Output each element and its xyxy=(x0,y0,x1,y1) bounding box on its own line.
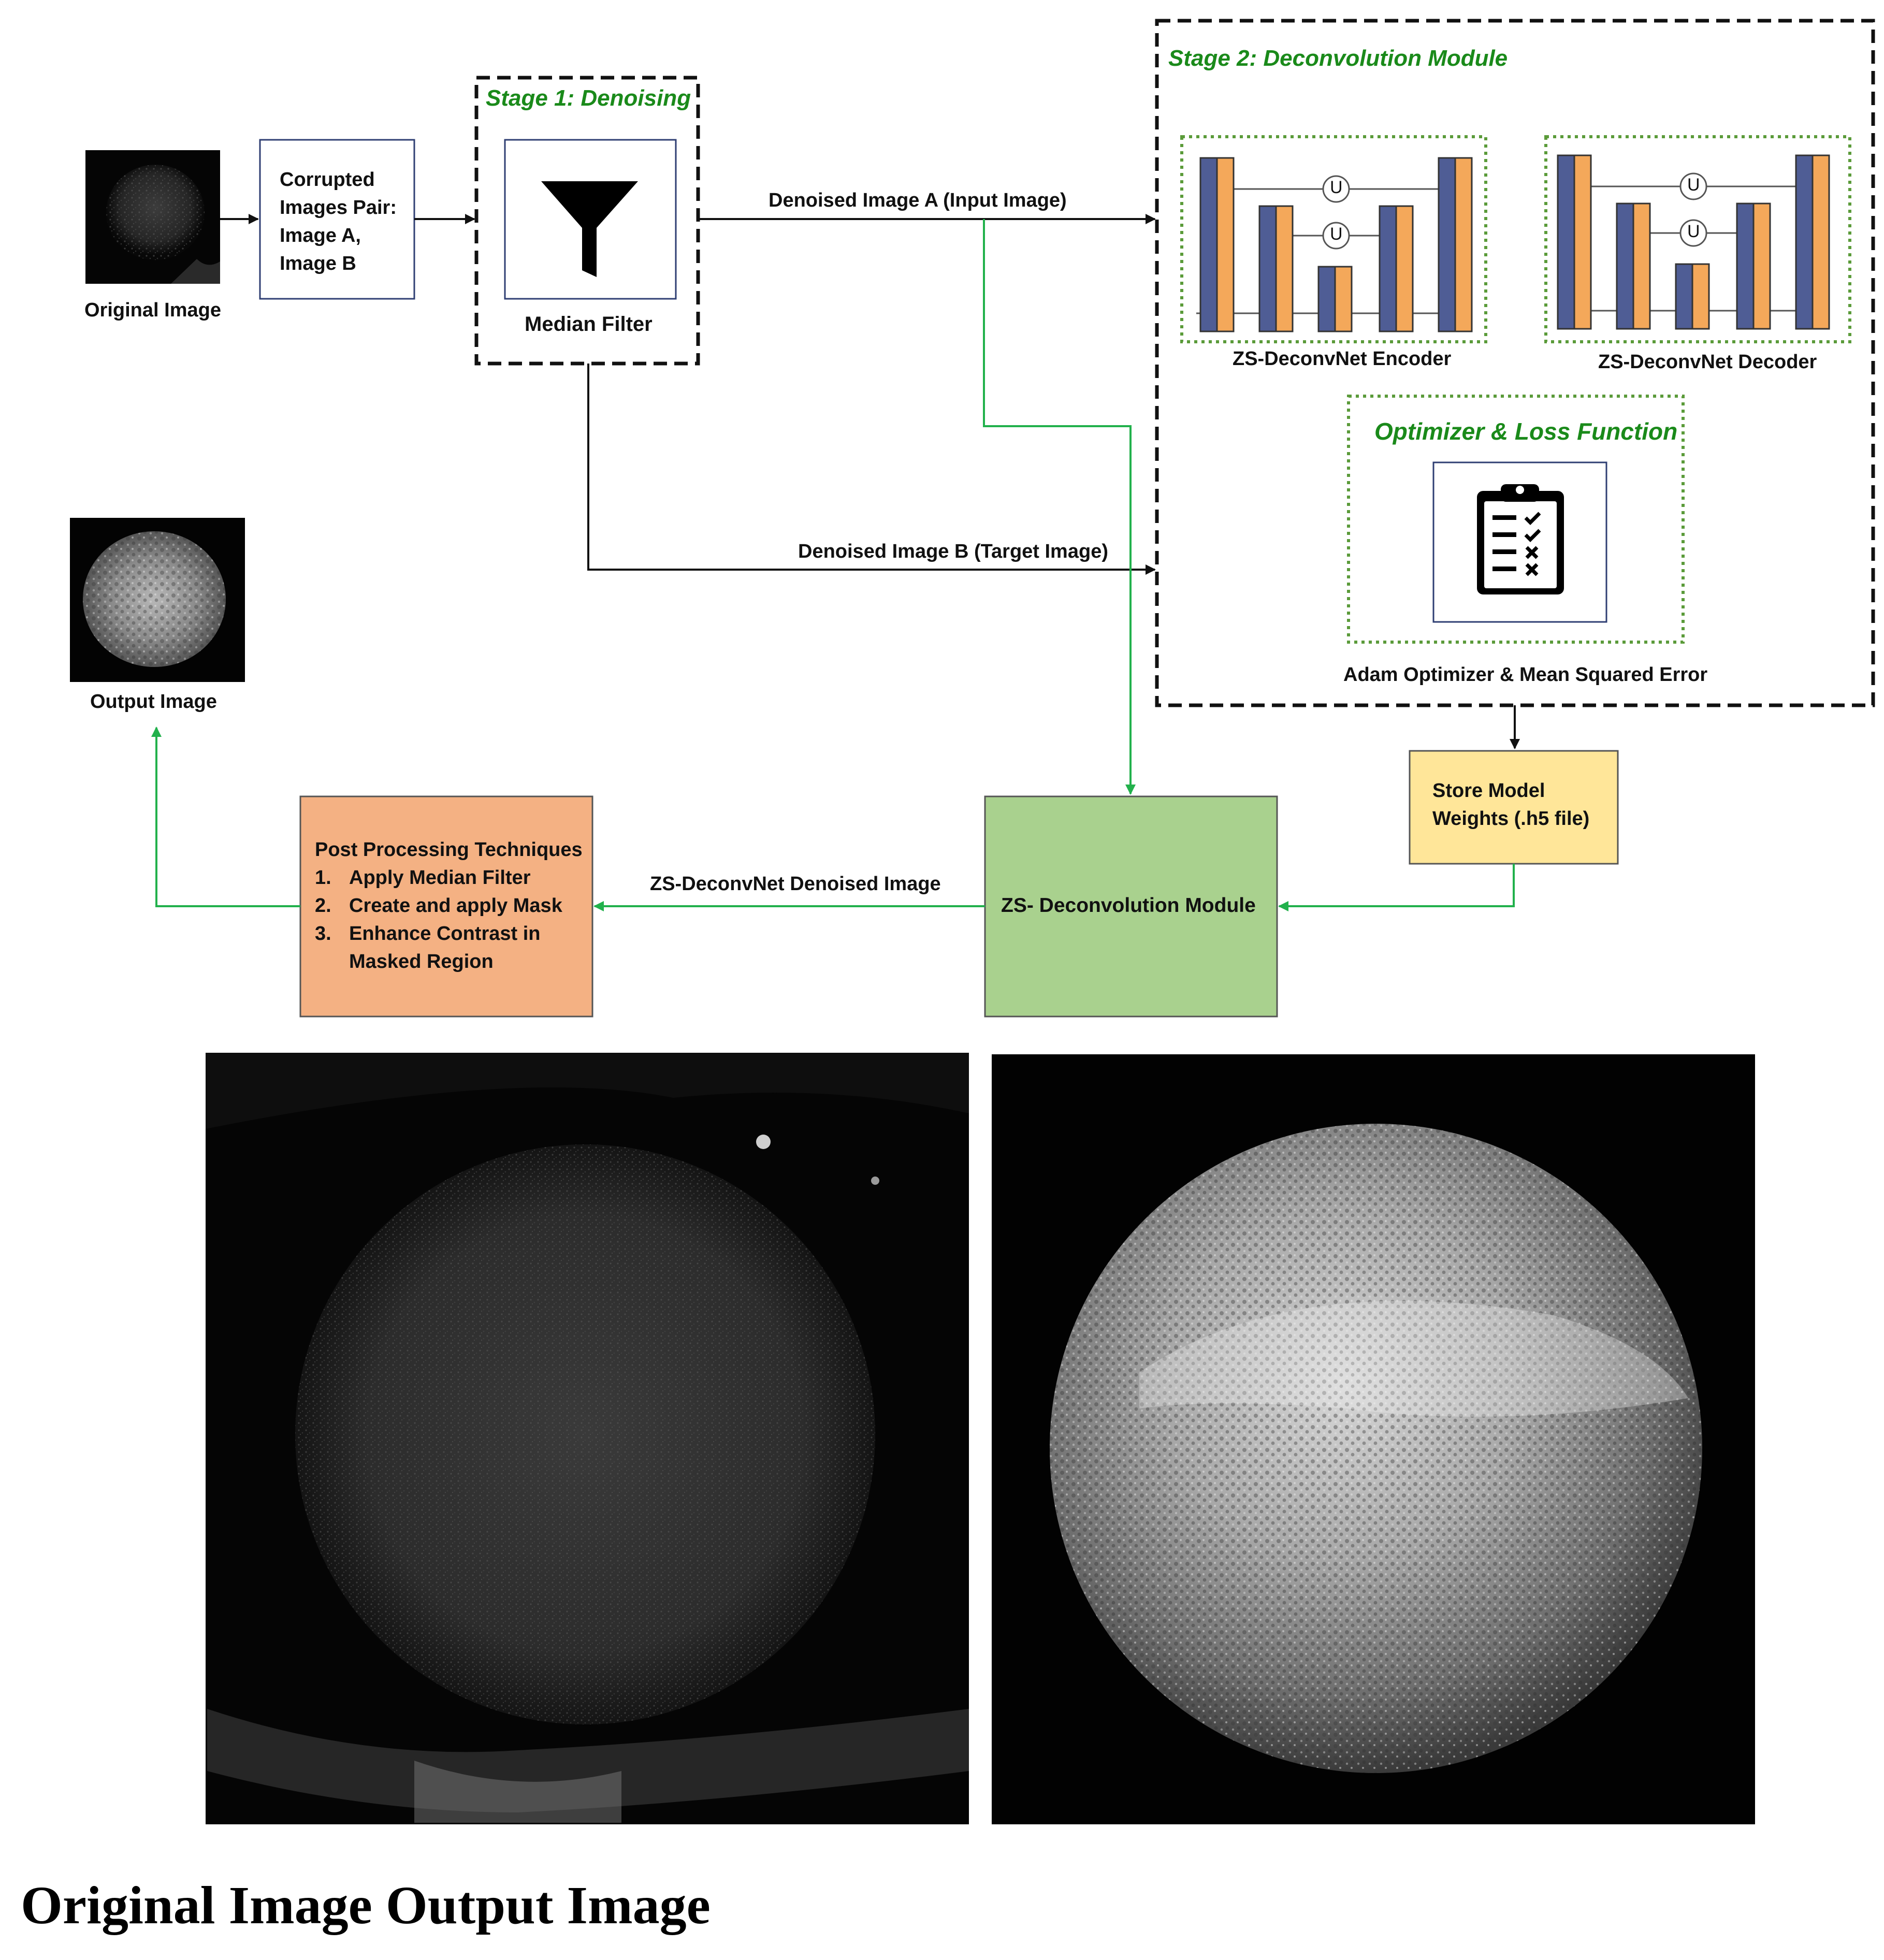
post-processing-steps: 1. Apply Median Filter 2. Create and app… xyxy=(315,864,583,976)
encoder-label: ZS-DeconvNet Encoder xyxy=(1233,348,1452,370)
stage1-title: Stage 1: Denoising xyxy=(486,85,691,111)
black-arrows xyxy=(220,214,1520,749)
post-processing-box xyxy=(299,795,593,1018)
large-original-image xyxy=(206,1053,969,1824)
corrupted-pair-text: Corrupted Images Pair: Image A, Image B xyxy=(280,166,397,278)
green-arrows xyxy=(151,219,1515,911)
output-image-label: Output Image xyxy=(90,691,217,713)
step-number: 2. xyxy=(315,895,331,917)
deconv-module-box xyxy=(984,795,1278,1018)
unet-union-symbol: U xyxy=(1687,222,1700,241)
step-text: Enhance Contrast in xyxy=(349,923,541,945)
step-number: 3. xyxy=(315,923,331,945)
post-processing-text: Post Processing Techniques 1. Apply Medi… xyxy=(315,836,583,976)
store-weights-line: Weights (.h5 file) xyxy=(1432,808,1590,830)
stage2-dashed-frame xyxy=(1155,19,1875,707)
unet-union-symbol: U xyxy=(1687,175,1700,195)
stage2-title: Stage 2: Deconvolution Module xyxy=(1168,46,1508,71)
denoised-b-label: Denoised Image B (Target Image) xyxy=(798,541,1108,562)
decoder-unet-graphic xyxy=(1557,154,1830,330)
step-text: Create and apply Mask xyxy=(349,895,562,917)
optimizer-dotted-frame xyxy=(1347,395,1685,644)
zs-denoised-label: ZS-DeconvNet Denoised Image xyxy=(650,873,941,895)
encoder-dotted-frame xyxy=(1180,135,1487,343)
post-processing-step: 2. Create and apply Mask xyxy=(315,892,583,920)
store-weights-text: Store Model Weights (.h5 file) xyxy=(1432,777,1589,833)
output-image-thumbnail xyxy=(70,518,245,682)
deconv-module-label: ZS- Deconvolution Module xyxy=(1001,894,1256,917)
encoder-unet-graphic xyxy=(1196,157,1473,332)
corrupted-pair-line: Image A, xyxy=(280,225,361,246)
decoder-label: ZS-DeconvNet Decoder xyxy=(1598,351,1817,373)
corrupted-pair-box xyxy=(259,139,415,300)
large-output-image xyxy=(992,1054,1755,1824)
original-image-thumbnail xyxy=(85,150,220,284)
step-text-continued: Masked Region xyxy=(349,951,494,972)
step-number: 1. xyxy=(315,867,331,889)
store-weights-line: Store Model xyxy=(1432,780,1545,802)
funnel-icon xyxy=(541,181,638,277)
clipboard-checklist-icon xyxy=(1477,484,1564,594)
median-filter-label: Median Filter xyxy=(525,313,653,336)
post-processing-step: 3. Enhance Contrast in Masked Region xyxy=(315,920,583,976)
corrupted-pair-line: Images Pair: xyxy=(280,197,397,219)
stage1-dashed-frame xyxy=(474,76,700,366)
optimizer-title: Optimizer & Loss Function xyxy=(1374,418,1678,445)
step-text: Apply Median Filter xyxy=(349,867,531,889)
original-image-label: Original Image xyxy=(84,299,221,321)
corrupted-pair-line: Corrupted xyxy=(280,169,375,191)
bottom-caption: Original Image Output Image xyxy=(21,1876,711,1935)
corrupted-pair-line: Image B xyxy=(280,253,356,274)
unet-union-symbol: U xyxy=(1330,178,1343,197)
decoder-dotted-frame xyxy=(1544,135,1851,343)
post-processing-step: 1. Apply Median Filter xyxy=(315,864,583,892)
post-processing-title: Post Processing Techniques xyxy=(315,839,583,861)
denoised-a-label: Denoised Image A (Input Image) xyxy=(769,190,1067,211)
optimizer-caption: Adam Optimizer & Mean Squared Error xyxy=(1343,664,1708,686)
unet-union-symbol: U xyxy=(1330,224,1343,244)
